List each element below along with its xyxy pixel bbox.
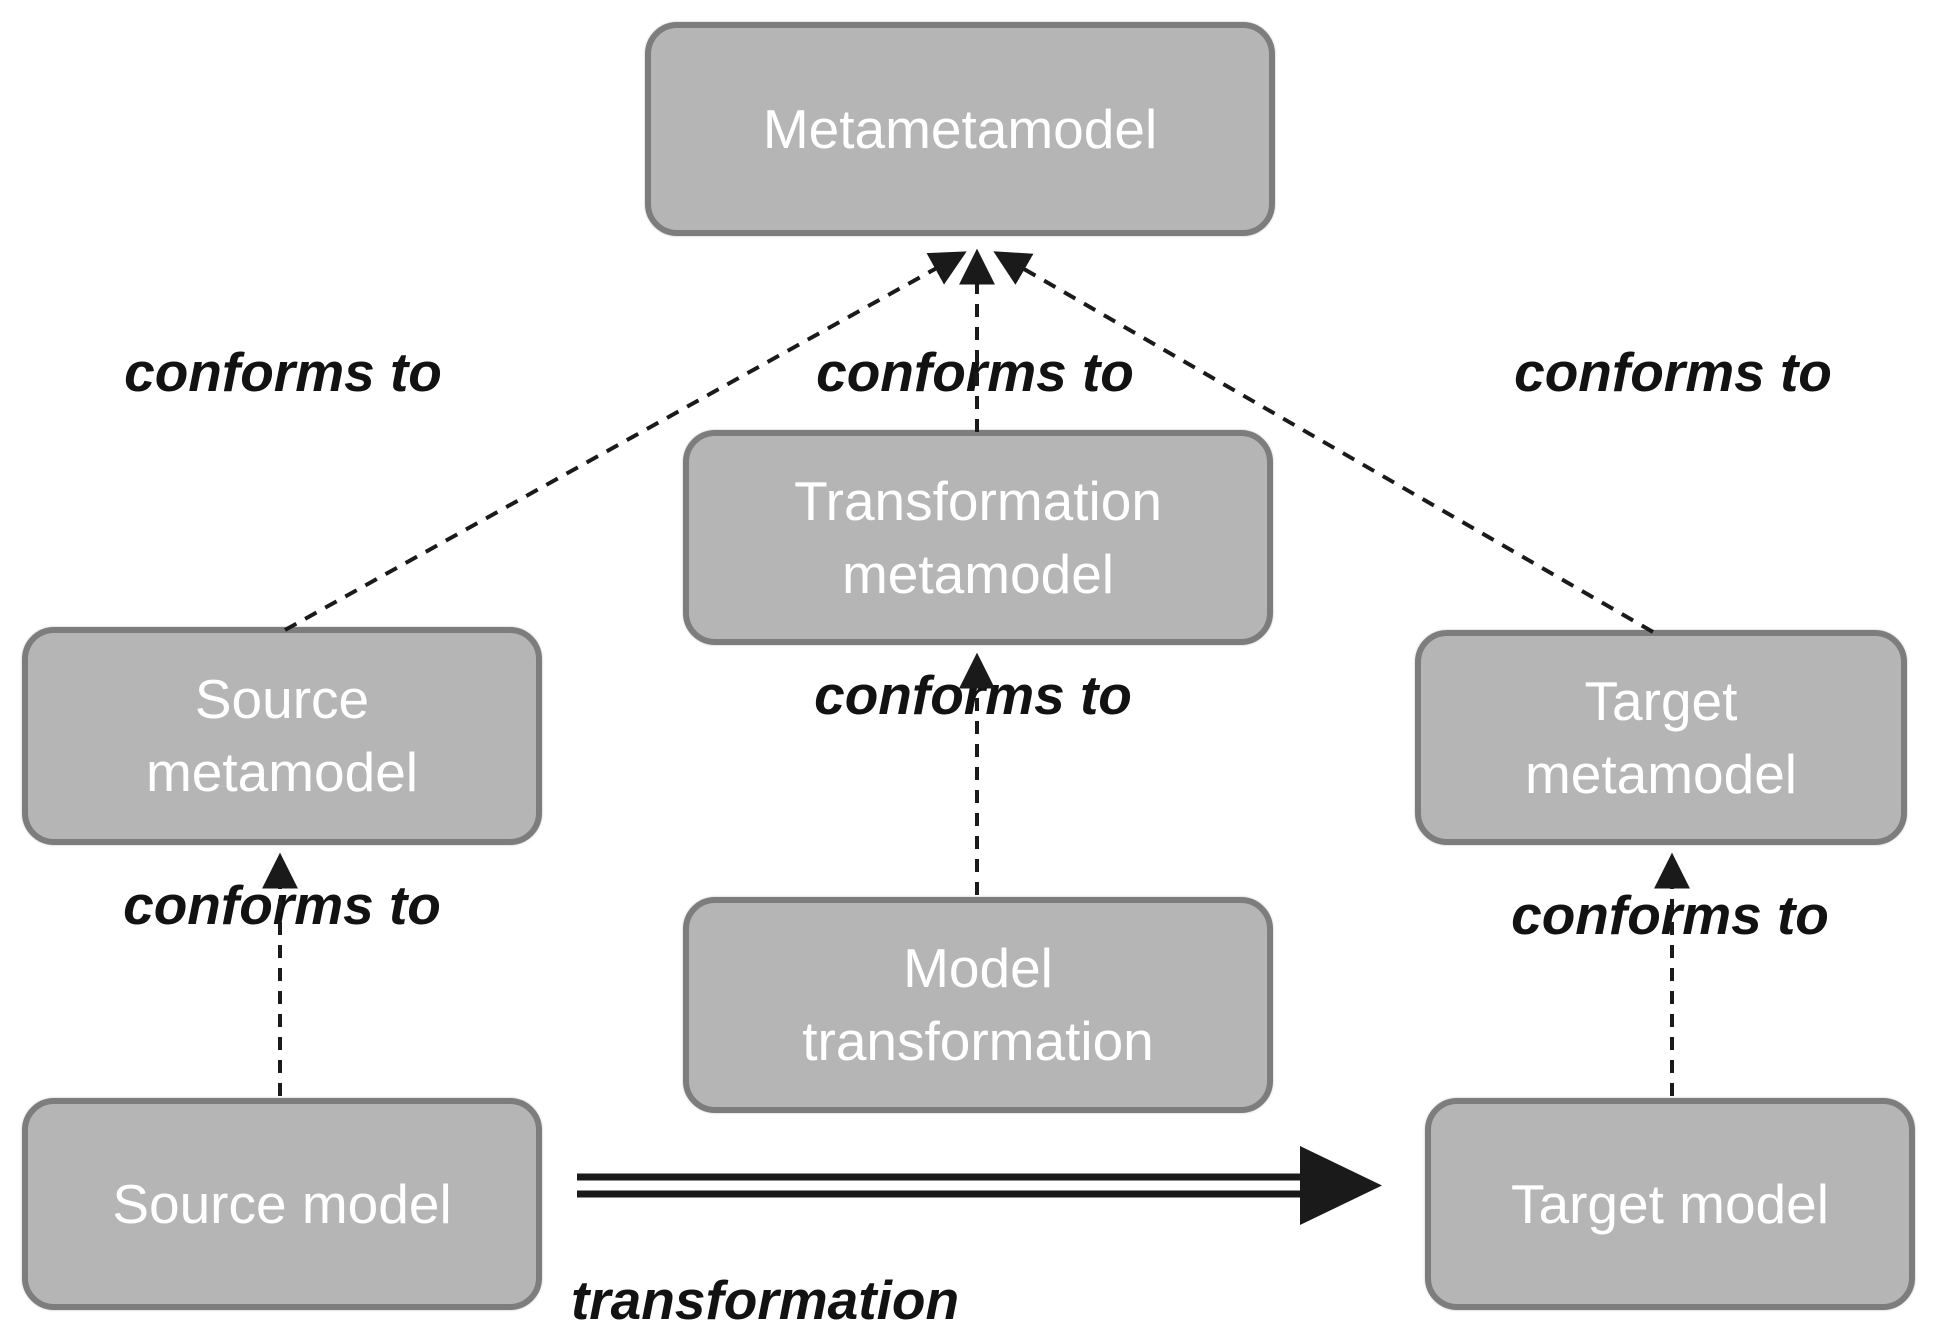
edge-label-conforms-to-target-metamodel: conforms to xyxy=(1514,341,1832,403)
node-target-metamodel: Target metamodel xyxy=(1415,630,1907,845)
node-target-model: Target model xyxy=(1425,1098,1915,1310)
node-metametamodel: Metametamodel xyxy=(645,22,1275,236)
node-model-transformation: Model transformation xyxy=(683,897,1273,1113)
edge-label-conforms-to-transformation-metamodel: conforms to xyxy=(816,341,1134,403)
edge-label-conforms-to-source-metamodel: conforms to xyxy=(124,341,442,403)
node-source-model: Source model xyxy=(22,1098,542,1310)
edge-transformation-arrow xyxy=(577,1146,1382,1225)
node-source-metamodel: Source metamodel xyxy=(22,627,542,845)
edge-label-conforms-to-source: conforms to xyxy=(123,874,441,936)
edge-label-transformation: transformation xyxy=(570,1269,960,1331)
node-transformation-metamodel: Transformation metamodel xyxy=(683,430,1273,645)
edge-label-conforms-to-target: conforms to xyxy=(1511,884,1829,946)
edge-label-conforms-to-transformation: conforms to xyxy=(814,664,1132,726)
